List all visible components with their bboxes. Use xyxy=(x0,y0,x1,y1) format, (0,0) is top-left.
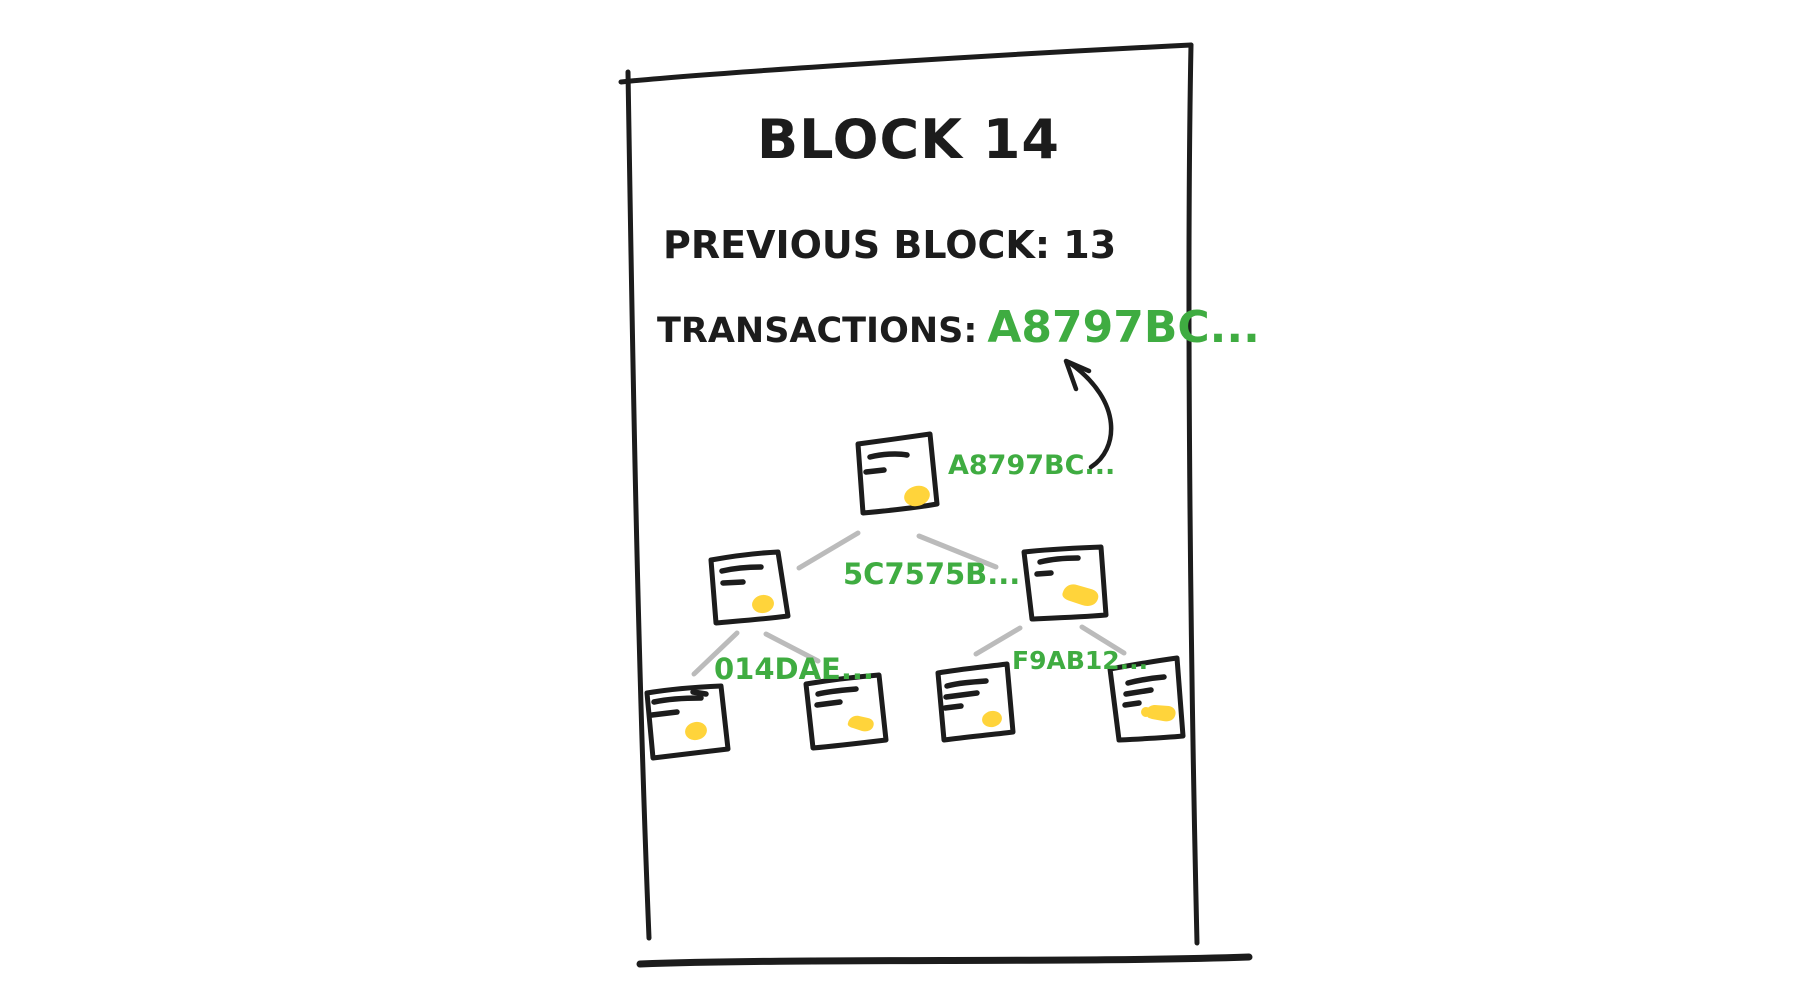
edge-root-to-midleft xyxy=(796,530,861,571)
merkle-tree-edges xyxy=(691,530,1127,677)
coin-icon xyxy=(904,485,930,507)
previous-block-text: PREVIOUS BLOCK: 13 xyxy=(663,223,1117,267)
coin-icon xyxy=(982,710,1002,728)
edge-midleft-to-leaf1 xyxy=(691,630,740,677)
transactions-row: TRANSACTIONS: A8797BC... xyxy=(657,306,1260,350)
card-right-edge xyxy=(1186,42,1200,946)
coin-icon xyxy=(752,594,774,614)
edge-midright-to-leaf4 xyxy=(1079,624,1127,656)
merkle-intermediate-hash-label: 5C7575B... xyxy=(843,557,1021,591)
merkle-root-document-icon xyxy=(855,431,940,516)
card-bottom-edge xyxy=(636,953,1253,968)
hand-icon xyxy=(1146,705,1176,722)
transactions-label: TRANSACTIONS: xyxy=(657,311,978,351)
hand-icon xyxy=(847,715,874,732)
card-top-edge xyxy=(618,42,1194,85)
merkle-leaf1-document-icon xyxy=(644,683,731,761)
merkle-midright-document-icon xyxy=(1021,544,1109,622)
merkle-left-leaf-hash-label: 014DAE... xyxy=(714,652,874,686)
merkle-root-hash-label: A8797BC... xyxy=(948,450,1116,481)
hand-thumb-icon xyxy=(1141,707,1151,717)
edge-midleft-to-leaf2 xyxy=(763,631,821,664)
merkle-leaf2-document-icon xyxy=(803,672,889,751)
merkle-leaf4-document-icon xyxy=(1107,655,1186,743)
hand-icon xyxy=(1062,584,1099,606)
edge-root-to-midright xyxy=(916,533,999,570)
merkle-midleft-document-icon xyxy=(708,549,791,626)
transactions-merkle-root-value: A8797BC... xyxy=(987,302,1260,353)
block-title: BLOCK 14 xyxy=(757,108,1060,171)
merkle-right-leaf-hash-label: F9AB12... xyxy=(1012,646,1149,675)
block-card-outline xyxy=(618,42,1253,968)
card-left-edge xyxy=(625,69,652,941)
curved-arrow-icon xyxy=(1063,358,1114,470)
edge-midright-to-leaf3 xyxy=(973,625,1023,657)
coin-icon xyxy=(685,721,707,741)
merkle-leaf3-document-icon xyxy=(935,661,1016,743)
